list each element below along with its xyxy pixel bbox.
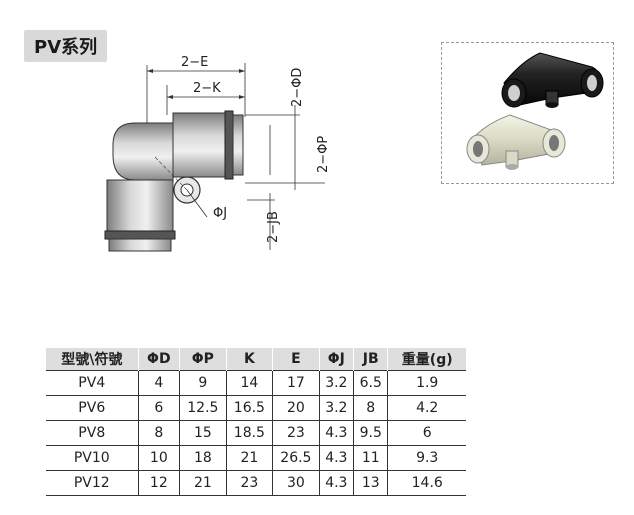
header-jb: JB: [353, 348, 388, 371]
label-2-phi-d: 2−ΦD: [290, 68, 305, 107]
table-cell: 26.5: [272, 445, 320, 471]
table-cell: 9: [179, 370, 227, 396]
header-weight: 重量(g): [387, 348, 466, 371]
table-cell: 4.3: [318, 420, 354, 446]
table-cell: 20: [272, 395, 320, 421]
table-cell: 10: [137, 445, 180, 471]
table-cell: 6.5: [353, 370, 388, 396]
black-elbow-fitting: [501, 52, 604, 108]
specification-table: 型號\符號 ΦD ΦP K E ΦJ JB 重量(g) PV4 4 9 14 1…: [46, 348, 466, 496]
table-cell: 6: [137, 395, 180, 421]
table-cell: 21: [225, 445, 273, 471]
header-phi-j: ΦJ: [318, 348, 354, 371]
table-cell: 11: [353, 445, 388, 471]
table-row: PV4 4 9 14 17 3.2 6.5 1.9: [46, 370, 466, 396]
table-cell: 8: [353, 395, 388, 421]
table-cell: 16.5: [225, 395, 273, 421]
table-cell: 23: [272, 420, 320, 446]
header-model: 型號\符號: [46, 348, 139, 371]
table-cell: 12: [137, 470, 180, 496]
table-row: PV10 10 18 21 26.5 4.3 11 9.3: [46, 445, 466, 471]
label-phi-j: ΦJ: [213, 206, 227, 221]
table-row: PV6 6 12.5 16.5 20 3.2 8 4.2: [46, 395, 466, 421]
table-cell: 18: [179, 445, 227, 471]
table-cell: 14.6: [387, 470, 466, 496]
table-row: PV12 12 21 23 30 4.3 13 14.6: [46, 470, 466, 496]
table-cell: 30: [272, 470, 320, 496]
table-header-row: 型號\符號 ΦD ΦP K E ΦJ JB 重量(g): [46, 348, 466, 371]
technical-drawing: 2−E 2−K ΦJ 2−ΦD 2−ΦP 2−JB: [95, 45, 355, 270]
elbow-fitting-drawing: 2−E 2−K ΦJ 2−ΦD 2−ΦP 2−JB: [104, 55, 331, 252]
header-phi-p: ΦP: [179, 348, 227, 371]
table-cell: 9.5: [353, 420, 388, 446]
label-2e: 2−E: [181, 55, 208, 70]
table-cell: 17: [272, 370, 320, 396]
table-cell: 6: [387, 420, 466, 446]
table-cell: PV12: [46, 470, 139, 496]
table-cell: 3.2: [318, 395, 354, 421]
table-cell: 4.2: [387, 395, 466, 421]
table-cell: PV8: [46, 420, 139, 446]
product-photo: [441, 42, 614, 184]
table-cell: 9.3: [387, 445, 466, 471]
label-2k: 2−K: [193, 81, 221, 96]
label-2-phi-p: 2−ΦP: [316, 136, 331, 173]
table-cell: 4.3: [318, 470, 354, 496]
header-phi-d: ΦD: [137, 348, 180, 371]
table-cell: 12.5: [179, 395, 227, 421]
table-row: PV8 8 15 18.5 23 4.3 9.5 6: [46, 420, 466, 446]
white-elbow-fitting: [466, 114, 566, 170]
table-cell: 23: [225, 470, 273, 496]
header-k: K: [225, 348, 273, 371]
table-cell: 14: [225, 370, 273, 396]
header-e: E: [272, 348, 320, 371]
table-cell: 4: [137, 370, 180, 396]
label-2-jb: 2−JB: [266, 211, 281, 243]
table-cell: 3.2: [318, 370, 354, 396]
table-cell: PV10: [46, 445, 139, 471]
table-cell: 8: [137, 420, 180, 446]
table-cell: 13: [353, 470, 388, 496]
table-cell: 4.3: [318, 445, 354, 471]
table-cell: 1.9: [387, 370, 466, 396]
table-cell: 21: [179, 470, 227, 496]
series-title: PV系列: [24, 30, 108, 62]
table-cell: 18.5: [225, 420, 273, 446]
table-cell: PV6: [46, 395, 139, 421]
table-cell: 15: [179, 420, 227, 446]
table-cell: PV4: [46, 370, 139, 396]
